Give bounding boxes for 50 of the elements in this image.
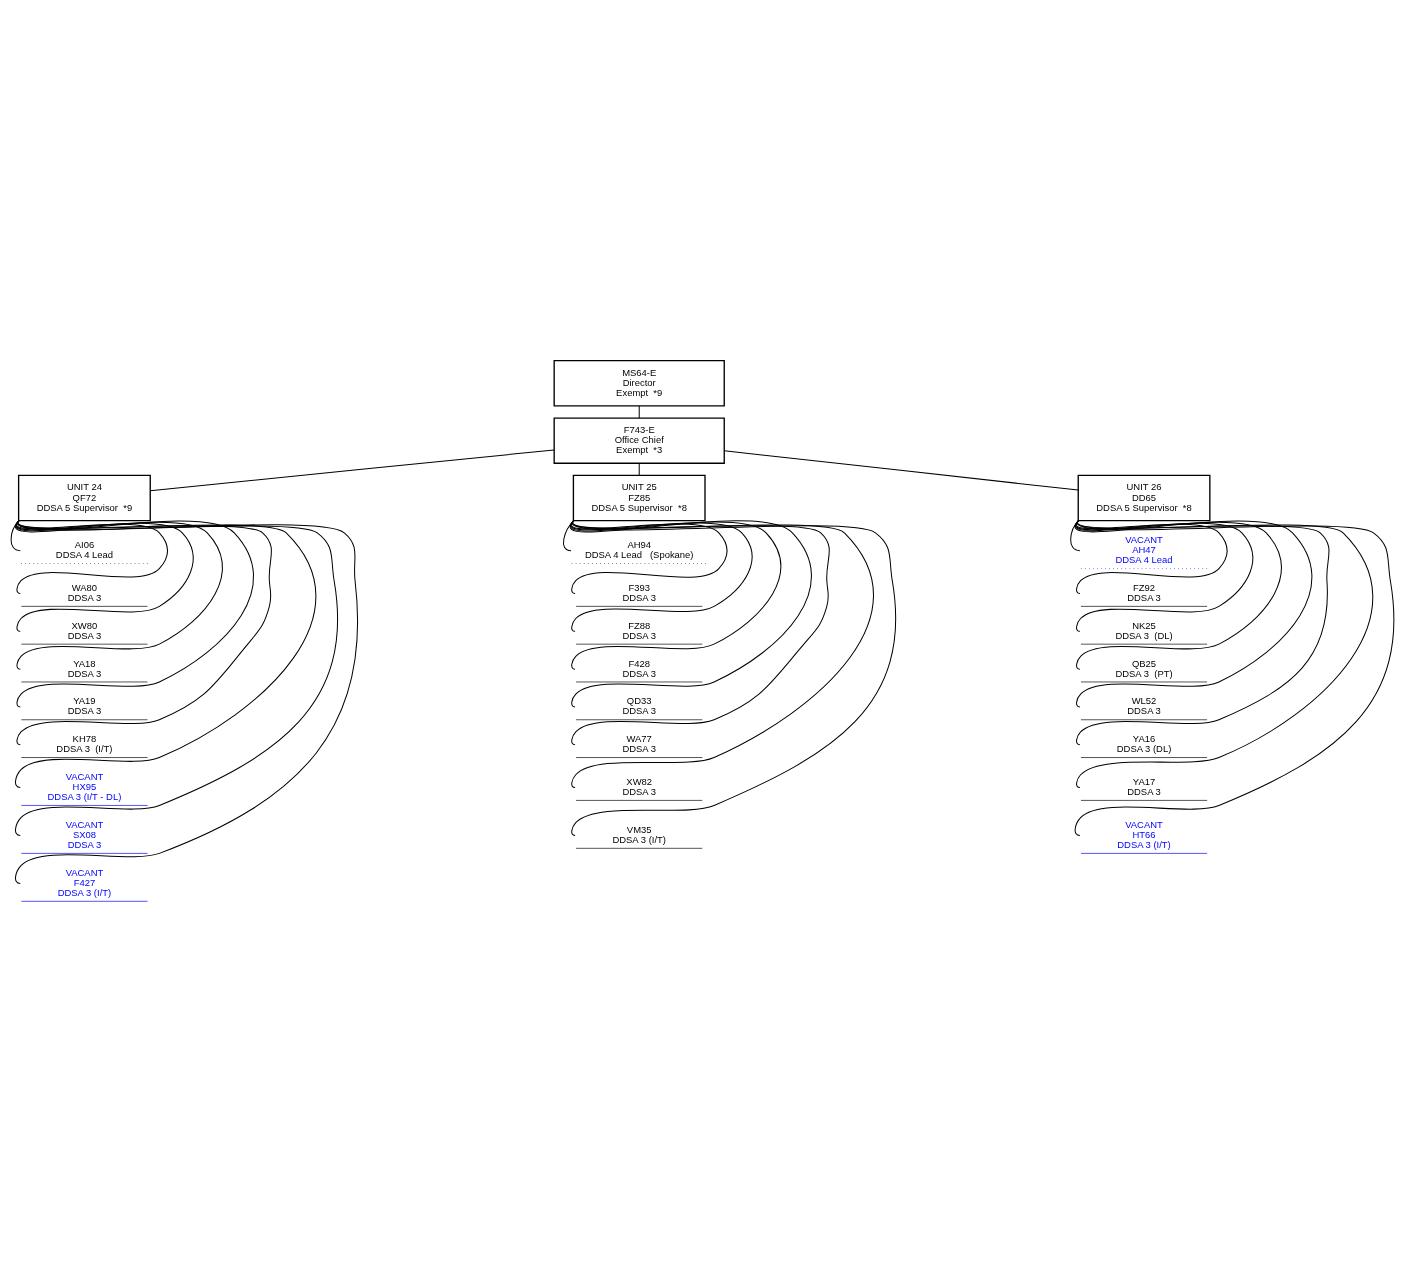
connector: [569, 519, 812, 707]
node-text: FZ92 DDSA 3: [1127, 581, 1161, 603]
node-text: WL52 DDSA 3: [1127, 694, 1161, 716]
connector: [571, 519, 830, 745]
connector: [14, 519, 254, 707]
connector: [149, 448, 555, 491]
node-text: WA77 DDSA 3: [622, 732, 656, 754]
node-box: UNIT 26 DD65 DDSA 5 Supervisor *8: [1077, 474, 1211, 521]
connector: [1076, 519, 1330, 745]
connector: [638, 405, 640, 419]
node-text: YA16 DDSA 3 (DL): [1116, 732, 1172, 754]
node-text: AI06 DDSA 4 Lead: [55, 538, 114, 560]
node-box: MS64-E Director Exempt *9: [553, 359, 725, 407]
connector: [1076, 519, 1374, 788]
connector: [16, 519, 272, 745]
connector: [571, 519, 897, 836]
connector: [1075, 519, 1282, 670]
connector: [570, 519, 782, 670]
connector: [723, 449, 1079, 491]
connector: [15, 519, 338, 836]
connector: [15, 519, 223, 670]
node-box: F743-E Office Chief Exempt *3: [553, 416, 725, 464]
node-text: QB25 DDSA 3 (PT): [1115, 657, 1173, 679]
node-box: UNIT 24 QF72 DDSA 5 Supervisor *9: [17, 474, 151, 521]
node-text: F393 DDSA 3: [622, 581, 656, 603]
node-text: FZ88 DDSA 3: [622, 619, 656, 641]
node-text: VACANT HX95 DDSA 3 (I/T - DL): [47, 770, 122, 802]
node-text: XW80 DDSA 3: [67, 619, 102, 641]
node-text: VACANT F427 DDSA 3 (I/T): [57, 866, 112, 898]
connector: [1074, 519, 1395, 836]
node-text: YA17 DDSA 3: [1127, 775, 1161, 797]
connector: [638, 462, 640, 476]
node-text: KH78 DDSA 3 (I/T): [56, 732, 113, 754]
node-text: QD33 DDSA 3: [622, 694, 656, 716]
node-text: YA19 DDSA 3: [67, 694, 102, 716]
connector: [15, 519, 317, 788]
node-text: NK25 DDSA 3 (DL): [1115, 619, 1173, 641]
node-text: VACANT HT66 DDSA 3 (I/T): [1117, 818, 1171, 850]
node-text: F428 DDSA 3: [622, 657, 656, 679]
connector: [571, 519, 874, 788]
node-text: AH94 DDSA 4 Lead (Spokane): [584, 538, 694, 560]
node-text: YA18 DDSA 3: [67, 657, 102, 679]
node-text: VM35 DDSA 3 (I/T): [612, 823, 666, 845]
node-text: VACANT SX08 DDSA 3: [65, 818, 104, 850]
node-text: VACANT AH47 DDSA 4 Lead: [1115, 533, 1173, 565]
connector: [1074, 519, 1313, 707]
node-text: WA80 DDSA 3: [67, 581, 102, 603]
node-box: UNIT 25 FZ85 DDSA 5 Supervisor *8: [572, 474, 706, 521]
connector: [15, 519, 359, 884]
node-text: XW82 DDSA 3: [622, 775, 656, 797]
